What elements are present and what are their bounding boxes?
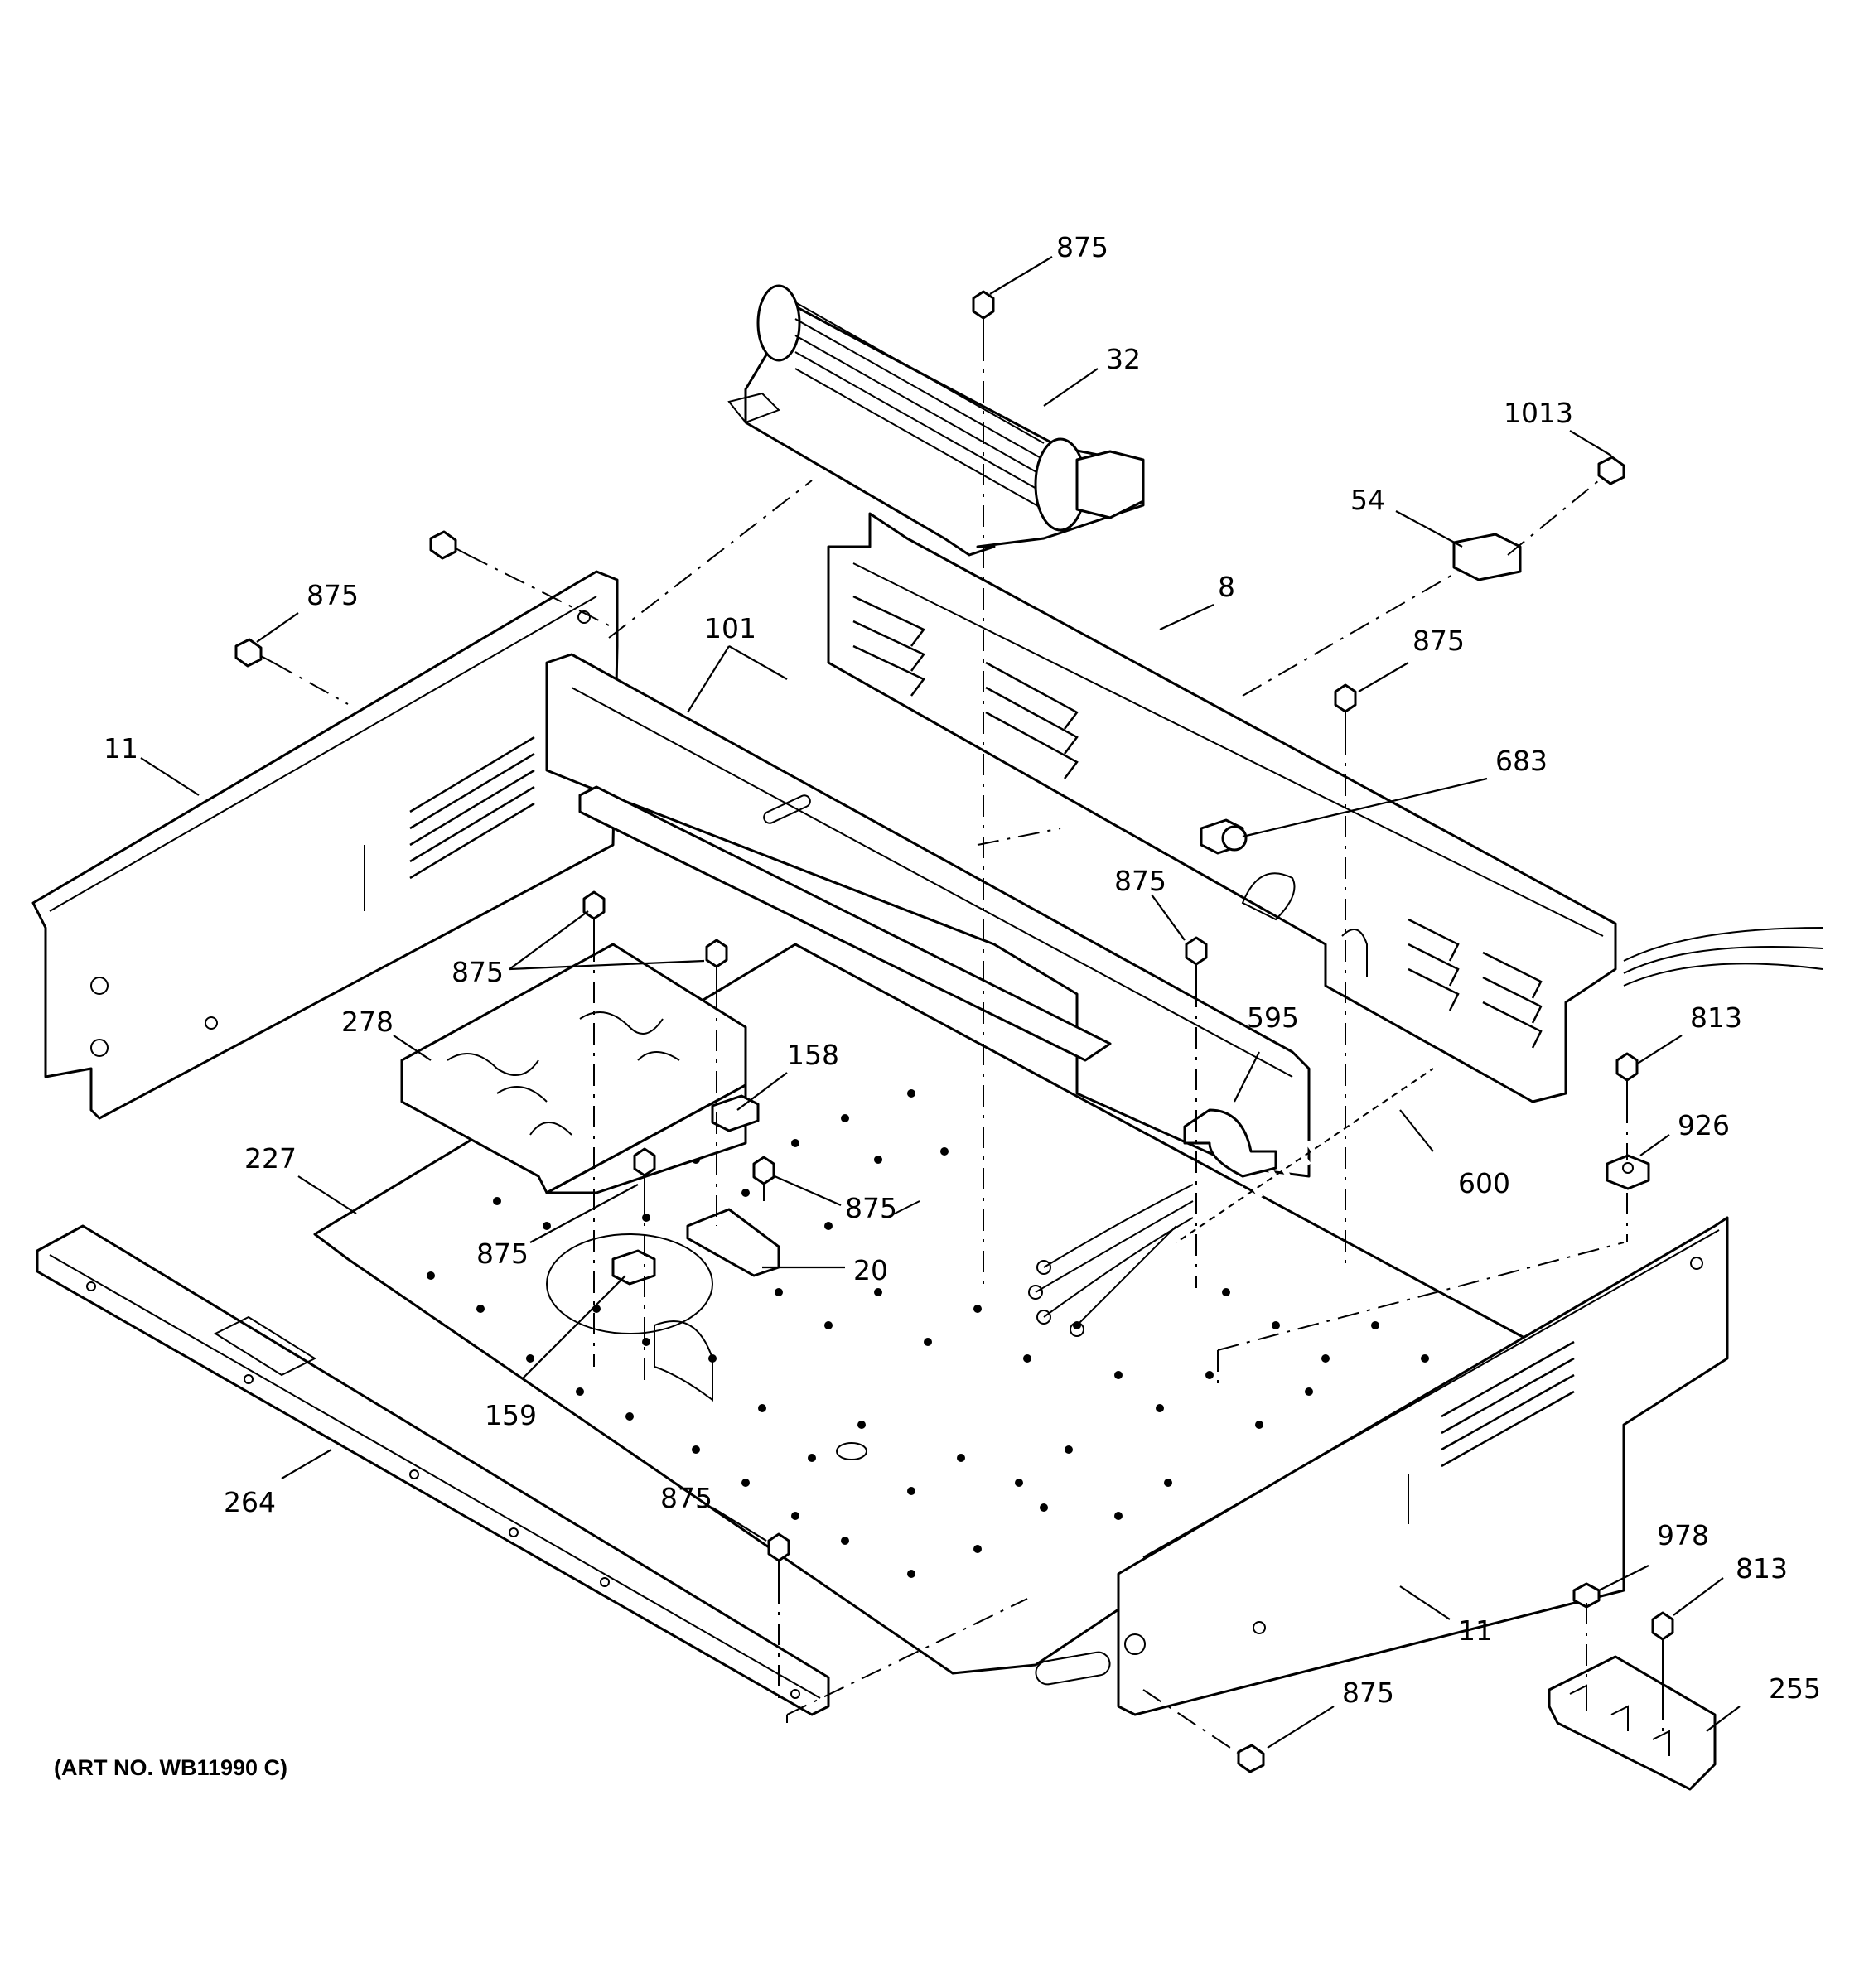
callout-158: 158	[787, 1039, 839, 1071]
callout-1013: 1013	[1504, 397, 1573, 429]
callout-101: 101	[704, 612, 756, 644]
callout-11: 11	[1458, 1614, 1493, 1647]
callout-255: 255	[1769, 1672, 1821, 1705]
wire-harness	[1028, 927, 1823, 1337]
switch-159	[611, 1249, 656, 1286]
screw-875-b2	[752, 1156, 775, 1201]
rear-duct-8	[827, 512, 1617, 1103]
callout-227: 227	[244, 1142, 297, 1175]
callout-813: 813	[1736, 1552, 1788, 1585]
screw-875-b1	[633, 1147, 656, 1193]
screw-875-pa	[582, 890, 606, 940]
callout-32: 32	[1106, 343, 1141, 375]
screw-875-rt	[1334, 683, 1357, 733]
front-trim-264	[36, 1224, 830, 1716]
bracket-158	[711, 1094, 760, 1132]
callout-926: 926	[1678, 1109, 1730, 1141]
callout-875: 875	[660, 1482, 712, 1514]
screw-875-bottom	[767, 1532, 790, 1582]
insulation-278	[400, 943, 747, 1194]
callout-278: 278	[341, 1006, 394, 1038]
bracket-54	[1452, 533, 1522, 581]
callout-875: 875	[476, 1238, 529, 1270]
assembly-lines	[273, 340, 1664, 1757]
terminal-block-255	[1548, 1655, 1717, 1791]
callout-875: 875	[307, 579, 359, 611]
screw-813-top	[1615, 1052, 1639, 1102]
callout-683: 683	[1495, 745, 1548, 777]
callout-11: 11	[104, 732, 138, 765]
callout-8: 8	[1218, 571, 1235, 603]
callout-595: 595	[1247, 1001, 1299, 1034]
callout-159: 159	[485, 1399, 537, 1431]
callout-978: 978	[1657, 1519, 1709, 1551]
screw-875-mid	[1185, 936, 1208, 986]
callout-labels: 875 32 1013 54 8 875 101 875 683 11 875 …	[104, 231, 1821, 1709]
screw-875-left-a	[429, 530, 469, 560]
screw-875-top	[972, 290, 995, 340]
callout-875: 875	[1412, 625, 1465, 657]
plug-683	[1200, 818, 1248, 855]
screw-875-left-b	[234, 638, 274, 668]
callout-264: 264	[224, 1486, 276, 1518]
screw-875-pb	[705, 939, 728, 988]
nut-978	[1572, 1582, 1601, 1609]
leader-lines	[140, 256, 1741, 1749]
callout-875: 875	[452, 956, 504, 988]
callout-20: 20	[853, 1254, 888, 1286]
screw-875-br	[1237, 1744, 1265, 1773]
nut-926	[1606, 1154, 1650, 1190]
side-panel-left-11	[31, 570, 619, 1120]
callout-600: 600	[1458, 1167, 1510, 1199]
callout-875: 875	[1342, 1677, 1394, 1709]
conduit-600	[1171, 1060, 1439, 1251]
callout-875: 875	[845, 1192, 897, 1224]
baffle-101	[545, 653, 1311, 1178]
callout-875: 875	[1056, 231, 1108, 263]
art-number: (ART NO. WB11990 C)	[54, 1755, 287, 1780]
screw-1013	[1597, 456, 1625, 485]
callout-875: 875	[1114, 865, 1166, 897]
blower-32	[727, 284, 1145, 557]
screw-813-bottom	[1651, 1611, 1674, 1698]
callout-54: 54	[1350, 484, 1385, 516]
screws	[234, 290, 1674, 1773]
callout-813: 813	[1690, 1001, 1742, 1034]
clamp-595	[1183, 1108, 1277, 1178]
